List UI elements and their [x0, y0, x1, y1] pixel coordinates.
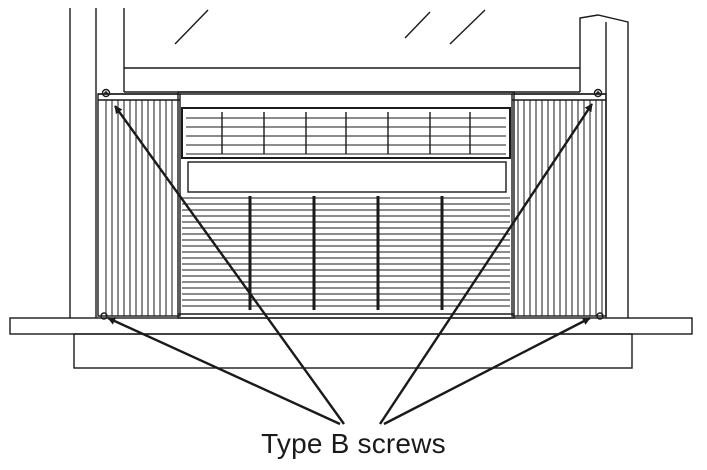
- air-conditioner-unit: [177, 91, 515, 319]
- screw-bottom-right: [596, 312, 604, 320]
- arrow-to-bottom-left-screw: [107, 316, 341, 426]
- caption-label: Type B screws: [261, 428, 446, 459]
- screw-top-left: [101, 88, 111, 98]
- pointer-arrows: [107, 103, 594, 426]
- left-side-curtain: [97, 93, 181, 317]
- arrow-to-top-left-screw: [114, 105, 345, 425]
- glass-reflection-marks: [174, 9, 486, 45]
- screw-bottom-left: [100, 312, 108, 320]
- arrow-to-top-right-screw: [378, 103, 594, 425]
- screw-top-right: [593, 88, 603, 98]
- arrow-to-bottom-right-screw: [383, 316, 591, 426]
- top-rail: [98, 93, 606, 101]
- window-sill: [9, 317, 693, 369]
